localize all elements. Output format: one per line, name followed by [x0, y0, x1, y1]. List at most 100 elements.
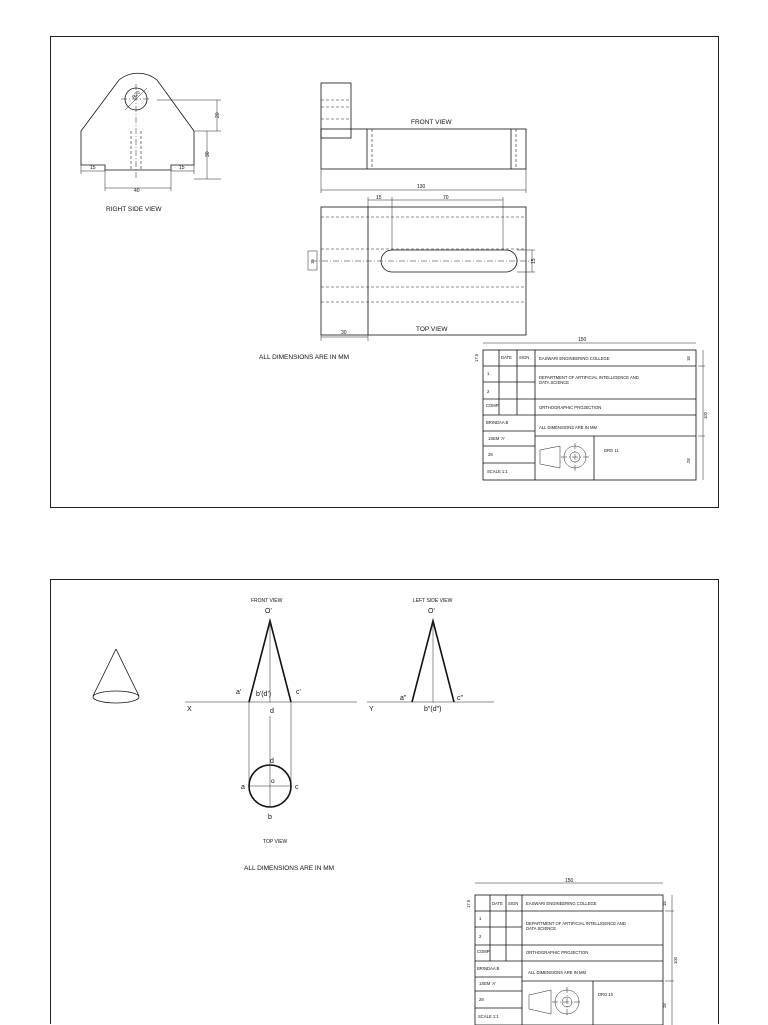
label-y: Y [369, 706, 374, 713]
sheet-2-canvas: FRONT VIEW O' a' b'(d') c' X d d a o c b… [92, 598, 678, 1025]
tb1-scale: SCALE 1:1 [487, 469, 508, 474]
front-view-cone: FRONT VIEW O' a' b'(d') c' X d [185, 598, 357, 715]
tb2-sign: SIGN [508, 901, 518, 906]
dimensions-note: ALL DIMENSIONS ARE IN MM [259, 354, 349, 361]
dim-15-left-top: 15 [310, 259, 315, 264]
dim-r20: R20 [131, 90, 142, 101]
point-a-top: a [241, 784, 245, 791]
top-view: 15 70 15 15 30 TOP VIEW [307, 195, 537, 341]
dim-20: 20 [215, 112, 221, 118]
right-side-view-label: RIGHT SIDE VIEW [106, 206, 162, 213]
tb1-drg: DRG 11 [604, 448, 619, 453]
dim-130: 130 [417, 184, 426, 190]
tb2-row2-label: 2 [479, 934, 482, 939]
point-a-side: a" [400, 695, 407, 702]
dim-box-left [307, 250, 318, 271]
top-view-label-2: TOP VIEW [263, 839, 288, 845]
tb2-comp: COMP [477, 949, 490, 954]
title-block-1: 150 17.5 DATE SIGN 1 2 COMP BRINDAA B 1S… [474, 337, 708, 481]
left-side-view-cone: LEFT SIDE VIEW O' a" c" b"(d") Y [367, 598, 494, 713]
tb1-dim-h1: 17.5 [474, 353, 479, 362]
left-side-view-label: LEFT SIDE VIEW [413, 598, 453, 604]
right-side-outline [80, 72, 195, 171]
title-block-2: 150 17.5 DATE SIGN 1 2 COMP BRINDAA B 1S… [466, 878, 678, 1025]
dim-30: 30 [205, 151, 211, 157]
top-view-cone: d a o c b TOP VIEW [241, 758, 299, 845]
tb1-dim-h2: 18 [686, 356, 691, 361]
tb1-sign: SIGN [519, 355, 529, 360]
dim-40: 40 [134, 188, 140, 194]
tb2-dim-h2: 18 [662, 901, 667, 906]
tb2-row1-label: 1 [479, 916, 482, 921]
dimensions-note-2: ALL DIMENSIONS ARE IN MM [244, 865, 334, 872]
point-c-front: c' [296, 689, 301, 696]
tb1-frustum [539, 445, 561, 469]
point-c-top: c [295, 784, 299, 791]
tb1-name: BRINDAA B [486, 420, 509, 425]
point-b-front: b'(d') [256, 691, 271, 698]
tb2-subject: ORTHOGRAPHIC PROJECTION [526, 950, 588, 955]
tb1-projection-symbol [539, 443, 589, 471]
dim-70: 70 [443, 195, 449, 201]
tb2-dim-width: 150 [565, 878, 574, 884]
tb2-department: DEPARTMENT OF ARTIFICIAL INTELLIGENCE AN… [526, 921, 627, 931]
dim-15-left: 15 [90, 165, 96, 171]
point-d-top: d [270, 758, 274, 765]
tb1-sem: 1SEM 'A' [488, 436, 505, 441]
tb1-roll: 28 [488, 452, 493, 457]
point-o-side: O' [428, 608, 435, 615]
tb2-scale: SCALE 1:1 [478, 1014, 499, 1019]
front-view-label: FRONT VIEW [411, 119, 453, 126]
tb1-dim-h3: 28 [686, 458, 691, 463]
tb2-roll: 28 [479, 997, 484, 1002]
top-outline [320, 206, 527, 336]
dim-15-slot: 15 [531, 258, 537, 264]
point-o-top: o [271, 778, 275, 785]
tb1-row2-label: 2 [487, 389, 490, 394]
tb2-sem: 1SEM 'A' [479, 981, 496, 986]
cone-sketch [92, 648, 140, 704]
radius-leader [124, 87, 148, 111]
tb1-dim-height: 100 [703, 411, 708, 419]
label-x: X [187, 706, 192, 713]
tb2-units: ALL DIMENSIONS ARE IN MM [528, 970, 587, 975]
cone-sketch-left [92, 648, 117, 697]
tb1-department: DEPARTMENT OF ARTIFICIAL INTELLIGENCE AN… [539, 375, 640, 385]
tb2-dim-h1: 17.5 [466, 899, 471, 908]
dim-15-right: 15 [179, 165, 185, 171]
tb2-frame [474, 894, 664, 1025]
cone-sketch-right [115, 648, 140, 697]
sheet-1-canvas: R20 20 30 15 15 40 RIGHT SIDE VIEW FRONT… [80, 72, 708, 481]
front-view-label-2: FRONT VIEW [251, 598, 283, 604]
dim-15-top: 15 [376, 195, 382, 201]
tb2-frustum [528, 989, 552, 1015]
tb2-date: DATE [492, 901, 503, 906]
drawing-sheet-1: R20 20 30 15 15 40 RIGHT SIDE VIEW FRONT… [50, 36, 719, 508]
top-view-label: TOP VIEW [416, 326, 448, 333]
label-d-line: d [270, 708, 274, 715]
point-b-side: b"(d") [424, 706, 441, 713]
point-a-front: a' [236, 689, 241, 696]
tb1-date: DATE [501, 355, 512, 360]
right-side-view: R20 20 30 15 15 40 RIGHT SIDE VIEW [80, 72, 221, 213]
tb1-subject: ORTHOGRAPHIC PROJECTION [539, 405, 601, 410]
point-o-front: O' [265, 608, 272, 615]
tb2-projection-symbol [528, 987, 582, 1017]
cone-sketch-base [92, 690, 140, 704]
tb1-row1-label: 1 [487, 371, 490, 376]
tb1-college: EASWARI ENGINEERING COLLEGE [539, 356, 610, 361]
tb2-name: BRINDAA B [477, 966, 500, 971]
tb2-drg: DRG 10 [598, 992, 614, 997]
drawing-sheet-2: FRONT VIEW O' a' b'(d') c' X d d a o c b… [50, 579, 719, 1025]
tb2-dim-h3: 28 [662, 1003, 667, 1008]
tb2-college: EASWARI ENGINEERING COLLEGE [526, 901, 597, 906]
point-b-top: b [268, 814, 272, 821]
tb1-comp: COMP [486, 403, 499, 408]
tb1-units: ALL DIMENSIONS ARE IN MM [539, 425, 598, 430]
dim-30-top: 30 [341, 330, 347, 336]
front-view: FRONT VIEW 130 [320, 82, 527, 193]
front-upright [320, 82, 352, 139]
front-base [320, 128, 527, 170]
tb2-dim-height: 100 [673, 956, 678, 964]
point-c-side: c" [457, 695, 464, 702]
